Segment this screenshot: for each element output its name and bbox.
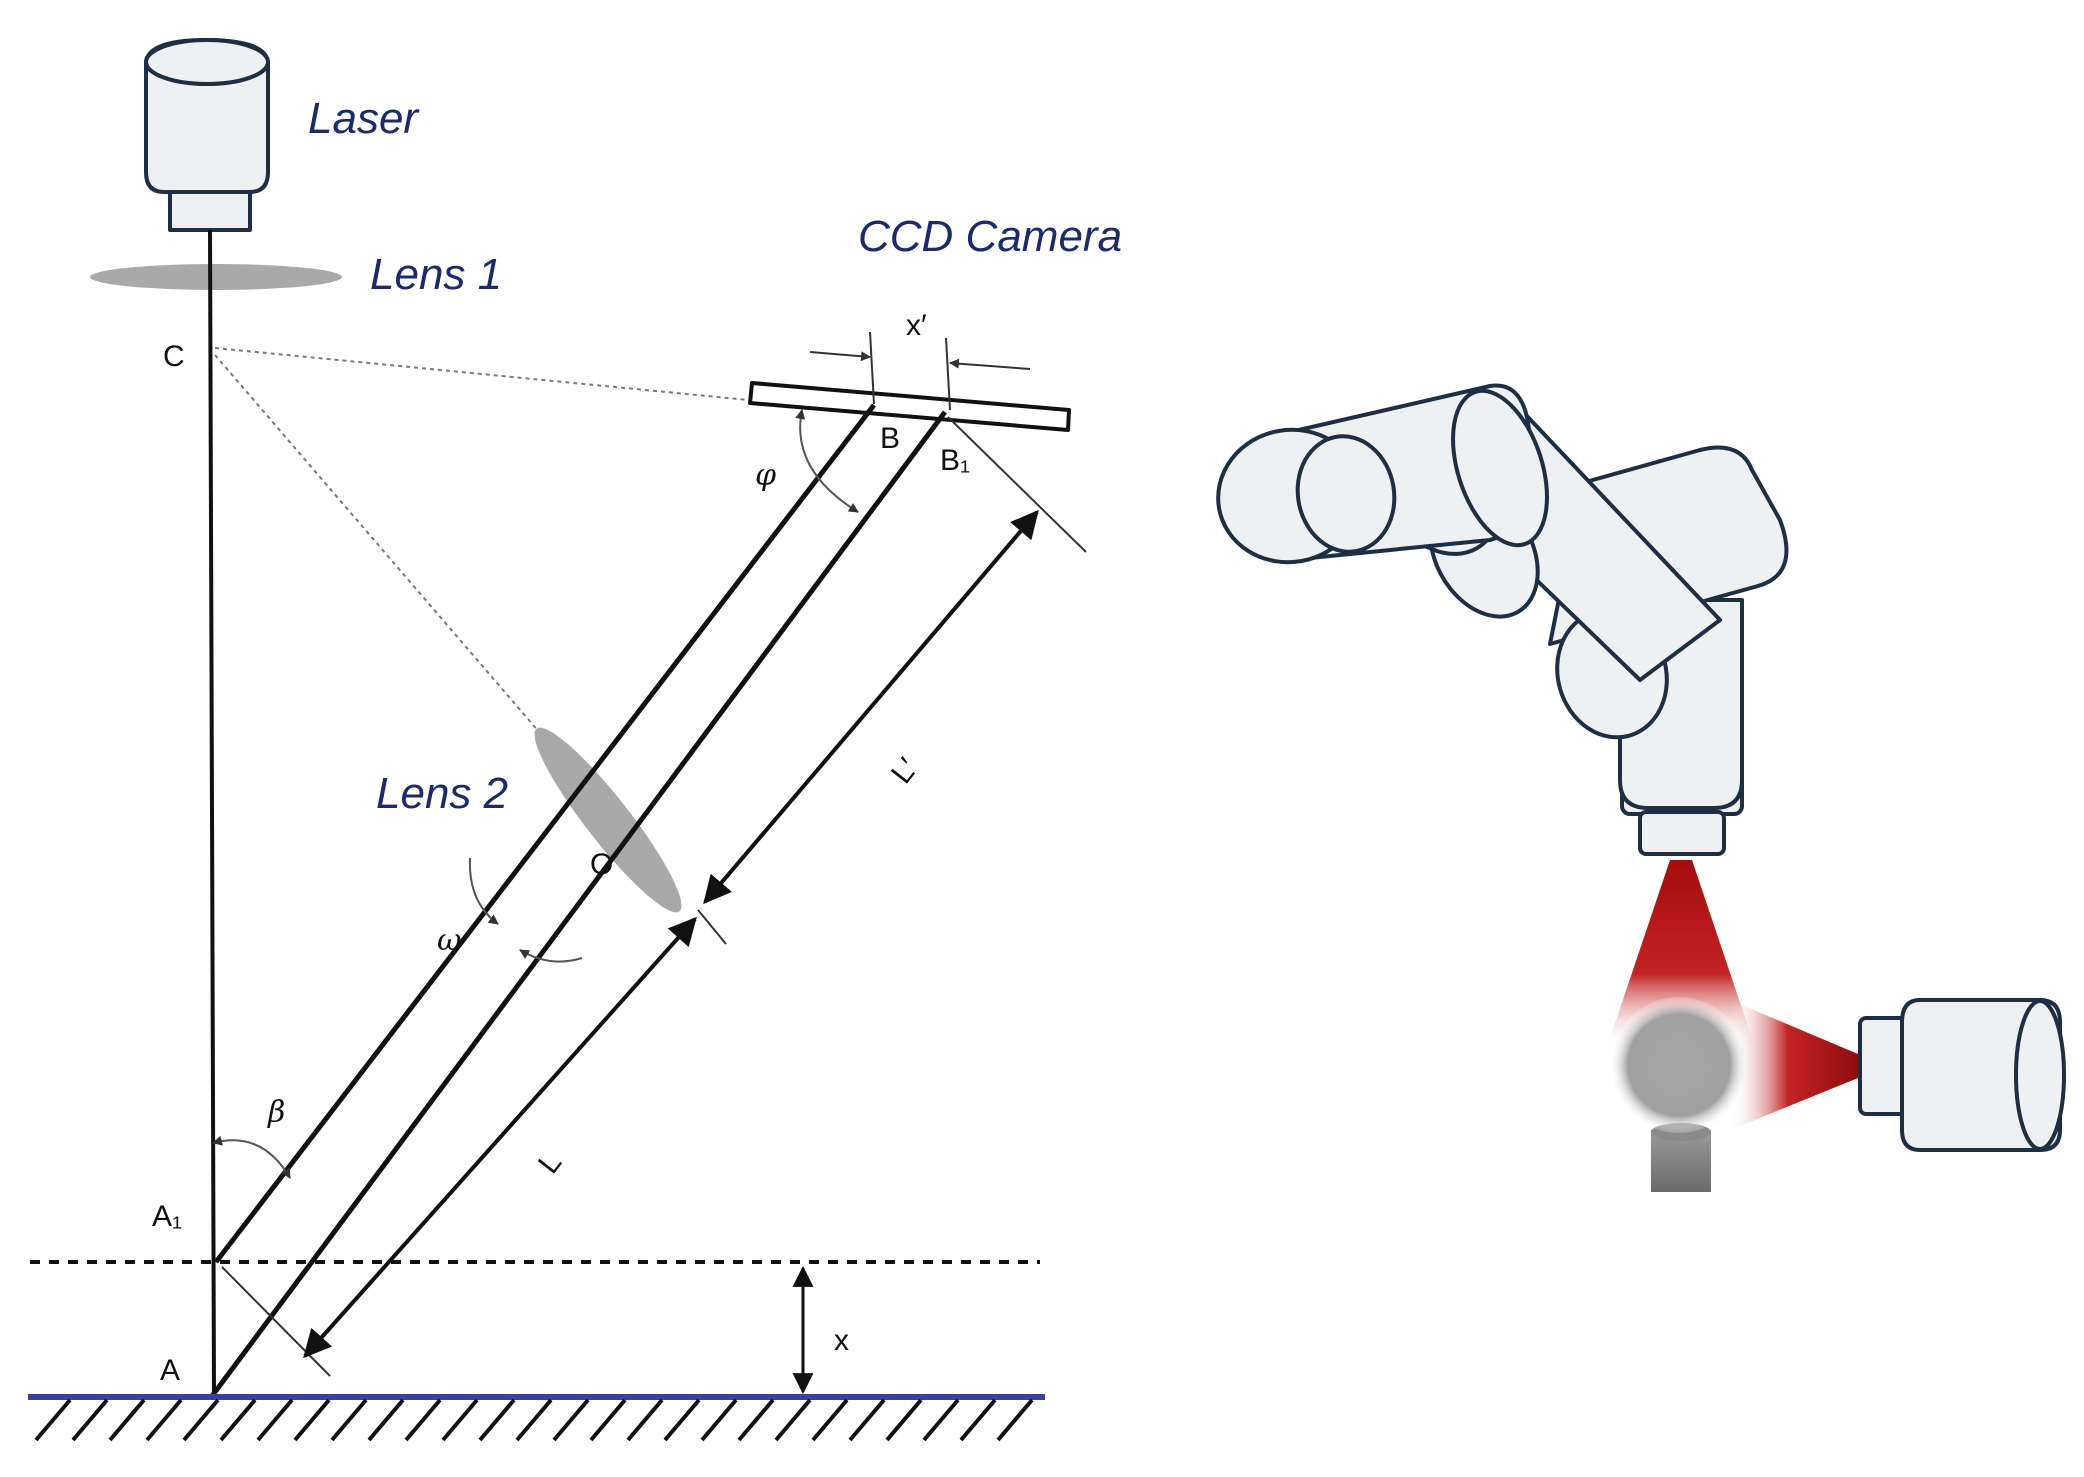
beta-label: β bbox=[267, 1095, 285, 1130]
lens-2-label: Lens 2 bbox=[376, 769, 508, 818]
construction-line-c-ccd bbox=[214, 347, 749, 401]
l-dimension bbox=[221, 916, 697, 1377]
ground-hatch-mark bbox=[885, 1398, 923, 1442]
point-b-label: B bbox=[880, 422, 900, 455]
ccd-sensor bbox=[748, 381, 1071, 432]
construction-line-c-lens2 bbox=[214, 354, 541, 734]
ground-hatch-mark bbox=[626, 1398, 664, 1442]
side-camera-icon bbox=[1858, 998, 2066, 1152]
optical-rays bbox=[209, 403, 948, 1398]
ground-hatch-mark bbox=[663, 1398, 701, 1442]
robot-arm-icon bbox=[1216, 383, 1789, 856]
ground-hatch-mark bbox=[145, 1398, 183, 1442]
ground-hatch-mark bbox=[219, 1398, 257, 1442]
lens-1-shape bbox=[90, 264, 342, 290]
point-c-label: C bbox=[163, 340, 185, 373]
ground-hatch-mark bbox=[330, 1398, 368, 1442]
ground-hatch-mark bbox=[996, 1398, 1034, 1442]
ground-hatch-mark bbox=[700, 1398, 738, 1442]
x-prime-dimension bbox=[809, 331, 1031, 411]
ground-hatch-mark bbox=[34, 1398, 72, 1442]
ground-hatching bbox=[34, 1398, 1034, 1442]
ground-hatch-mark bbox=[367, 1398, 405, 1442]
phi-angle-arc bbox=[795, 409, 859, 513]
l-prime-label: L′ bbox=[885, 752, 925, 790]
point-b1-label: B₁ bbox=[940, 444, 970, 477]
ground-hatch-mark bbox=[774, 1398, 812, 1442]
point-a1-label: A₁ bbox=[152, 1200, 182, 1233]
point-o-label: O bbox=[590, 848, 613, 881]
ccd-camera-label: CCD Camera bbox=[858, 212, 1122, 261]
ground-hatch-mark bbox=[737, 1398, 775, 1442]
ground-hatch-mark bbox=[182, 1398, 220, 1442]
lens-1-label: Lens 1 bbox=[370, 250, 502, 299]
ground-hatch-mark bbox=[848, 1398, 886, 1442]
ground-hatch-mark bbox=[959, 1398, 997, 1442]
ground-hatch-mark bbox=[441, 1398, 479, 1442]
ground-hatch-mark bbox=[256, 1398, 294, 1442]
omega-label: ω bbox=[437, 923, 461, 958]
ground-hatch-mark bbox=[108, 1398, 146, 1442]
ground-hatch-mark bbox=[515, 1398, 553, 1442]
ground-hatch-mark bbox=[589, 1398, 627, 1442]
laser-beam-line bbox=[208, 229, 216, 1397]
point-a-label: A bbox=[160, 1354, 180, 1387]
ground-hatch-mark bbox=[811, 1398, 849, 1442]
target-sphere-icon bbox=[1611, 997, 1747, 1192]
laser-beam-down bbox=[1606, 860, 1756, 1050]
ground-hatch-mark bbox=[922, 1398, 960, 1442]
beta-angle-arc bbox=[212, 1135, 291, 1179]
lens-2-shape bbox=[534, 727, 682, 913]
x-prime-label: x′ bbox=[906, 309, 927, 342]
ground-hatch-mark bbox=[293, 1398, 331, 1442]
laser-beam-side bbox=[1730, 1000, 1858, 1130]
laser-icon bbox=[144, 38, 270, 232]
ground-hatch-mark bbox=[552, 1398, 590, 1442]
ground-hatch-mark bbox=[71, 1398, 109, 1442]
l-label: L bbox=[532, 1146, 568, 1179]
phi-label: φ bbox=[755, 458, 776, 493]
l-prime-dimension bbox=[697, 416, 1087, 945]
ground-hatch-mark bbox=[478, 1398, 516, 1442]
laser-label: Laser bbox=[308, 94, 420, 143]
x-label: x bbox=[834, 1324, 849, 1357]
omega-angle-arc bbox=[468, 857, 583, 963]
ground-hatch-mark bbox=[404, 1398, 442, 1442]
